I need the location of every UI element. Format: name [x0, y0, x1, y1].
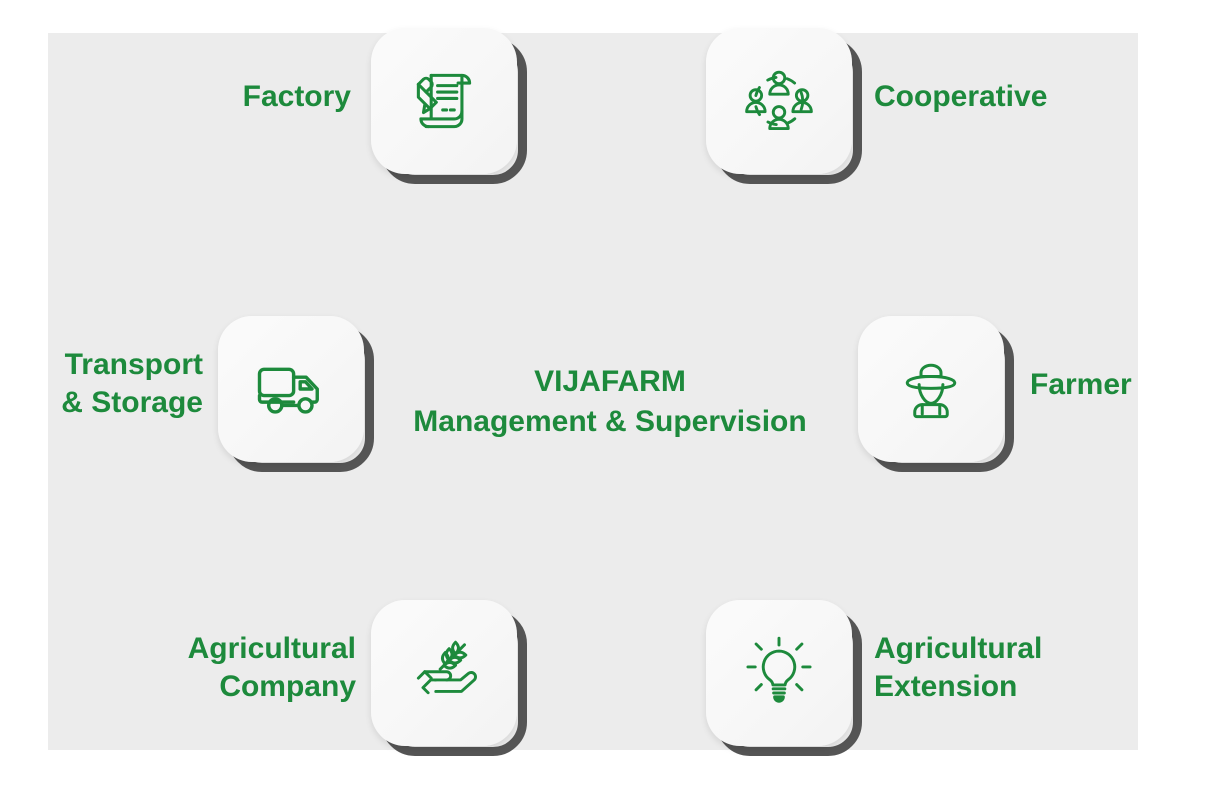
hand-wheat-icon: [403, 632, 485, 714]
node-factory-card[interactable]: [371, 28, 527, 184]
card-tile: [706, 600, 852, 746]
card-tile: [371, 28, 517, 174]
scroll-pen-icon: [403, 60, 485, 142]
center-title-line-1: VIJAFARM: [534, 365, 686, 398]
center-title-block: VIJAFARM Management & Supervision: [370, 362, 850, 441]
node-cooperative-label: Cooperative: [874, 80, 1048, 113]
card-tile: [858, 316, 1004, 462]
node-agricultural-company-card[interactable]: [371, 600, 527, 756]
card-tile: [706, 28, 852, 174]
node-transport-storage-label: Transport & Storage: [61, 348, 203, 420]
node-cooperative-card[interactable]: [706, 28, 862, 184]
people-network-icon: [739, 61, 819, 141]
center-title-line-2: Management & Supervision: [413, 404, 807, 438]
card-tile: [371, 600, 517, 746]
node-agricultural-extension-card[interactable]: [706, 600, 862, 756]
node-factory-label: Factory: [242, 80, 351, 113]
lightbulb-icon: [740, 634, 818, 712]
node-agricultural-extension-label: Agricultural Extension: [874, 632, 1043, 704]
node-transport-storage-card[interactable]: [218, 316, 374, 472]
node-farmer-label: Farmer: [1030, 368, 1132, 401]
node-farmer-card[interactable]: [858, 316, 1014, 472]
node-agricultural-company-label: Agricultural Company: [187, 632, 356, 704]
truck-icon: [249, 347, 333, 431]
farmer-hat-icon: [891, 349, 971, 429]
card-tile: [218, 316, 364, 462]
